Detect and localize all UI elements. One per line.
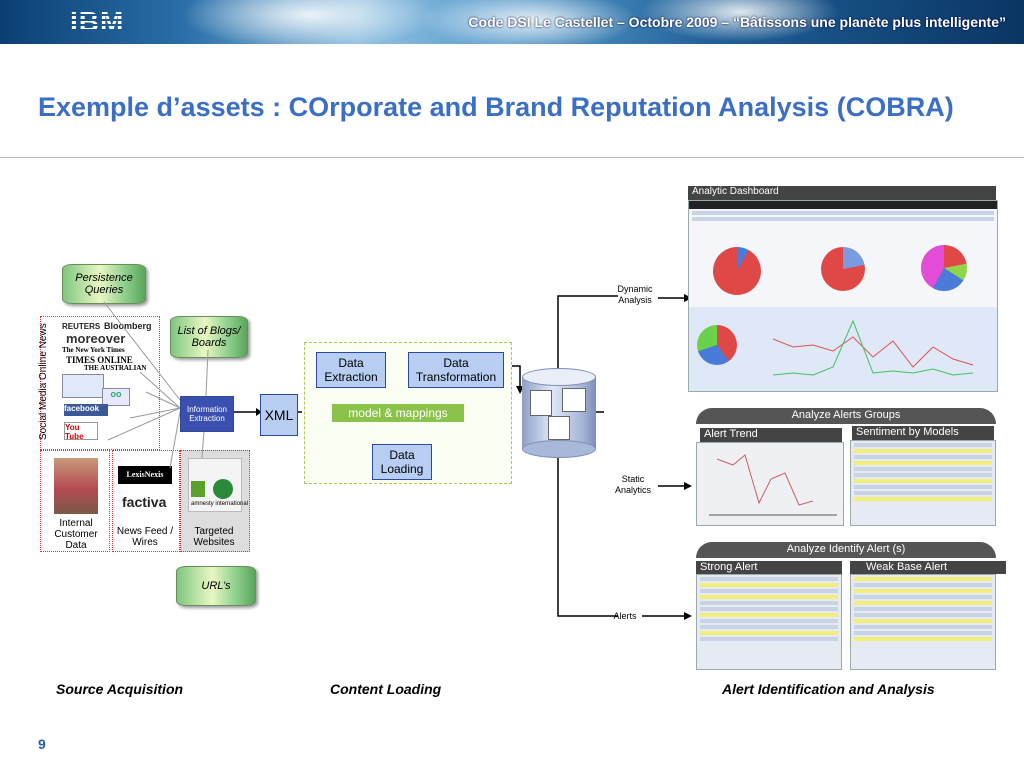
blogs-boards-cylinder: List of Blogs/ Boards [170, 316, 248, 358]
analytic-dashboard-header: Analytic Dashboard [688, 186, 996, 200]
internal-label: Internal Customer Data [54, 518, 98, 551]
alert-identification-label: Alert Identification and Analysis [722, 681, 935, 697]
times-online-logo: TIMES ONLINE [66, 355, 133, 365]
slide-title: Exemple d’assets : COrporate and Brand R… [38, 92, 954, 122]
yuku-icon: oo [102, 388, 130, 406]
urls-cylinder: URL’s [176, 566, 256, 606]
banner-title: Code DSI Le Castellet – Octobre 2009 – “… [468, 14, 1006, 30]
strong-alert-header: Strong Alert [696, 561, 842, 574]
analyze-alerts-groups-header: Analyze Alerts Groups [696, 408, 996, 424]
factiva-logo: factiva [122, 494, 167, 510]
persistence-queries-cylinder: Persistence Queries [62, 264, 146, 304]
data-loading-box: Data Loading [372, 444, 432, 480]
data-extraction-box: Data Extraction [316, 352, 386, 388]
greenpeace-icon [213, 479, 233, 499]
customer-photo-image [54, 458, 98, 514]
news-box [112, 450, 180, 552]
pie-chart-icon [713, 247, 761, 295]
title-divider [0, 157, 1024, 158]
internal-data-box [40, 450, 110, 552]
pie-chart-icon [921, 245, 967, 291]
oxfam-icon [191, 481, 205, 497]
database-cylinder-icon [522, 368, 596, 458]
data-transformation-box: Data Transformation [408, 352, 504, 388]
strong-alert-screenshot [696, 574, 842, 670]
page-number: 9 [38, 736, 46, 752]
weak-alert-screenshot [850, 574, 996, 670]
reuters-logo: REUTERS [62, 322, 101, 331]
lexisnexis-logo: LexisNexis [118, 466, 172, 484]
model-mappings-bar: model & mappings [332, 404, 464, 422]
source-acquisition-label: Source Acquisition [56, 681, 184, 697]
xml-document: XML [260, 394, 298, 436]
sentiment-models-screenshot [850, 440, 996, 526]
content-loading-label: Content Loading [330, 681, 442, 697]
weak-base-alert-header: Weak Base Alert [850, 561, 1006, 574]
sentiment-models-header: Sentiment by Models [852, 426, 994, 440]
moreover-logo: moreover [66, 331, 126, 346]
information-extraction-box: Information Extraction [180, 396, 234, 432]
sentiment-line-chart [773, 319, 974, 376]
social-media-box [40, 316, 160, 450]
news-label: News Feed / Wires [116, 526, 174, 548]
australian-logo: THE AUSTRALIAN [84, 364, 147, 372]
ibm-logo: IBM [70, 6, 125, 37]
youtube-logo: You Tube [64, 422, 98, 441]
amnesty-logo: amnesty international [191, 501, 249, 507]
targeted-label: Targeted Websites [193, 526, 235, 548]
social-logos-cluster: oo facebook You Tube [62, 374, 130, 441]
targeted-logos: amnesty international [188, 458, 248, 512]
bloomberg-logo: Bloomberg [104, 321, 152, 331]
alert-trend-screenshot [696, 442, 844, 526]
facebook-logo: facebook [64, 404, 108, 416]
pie-chart-icon [821, 247, 865, 291]
dynamic-analysis-label: Dynamic Analysis [617, 284, 653, 305]
analytic-dashboard-screenshot [688, 200, 998, 392]
alert-trend-header: Alert Trend [700, 428, 842, 442]
pie-chart-icon [697, 325, 737, 365]
alerts-label: Alerts [613, 611, 637, 621]
analyze-identify-alert-header: Analyze Identify Alert (s) [696, 542, 996, 558]
nyt-logo: The New York Times [62, 346, 125, 354]
blog-thumbnail-icon [62, 374, 104, 398]
header-banner: IBM Code DSI Le Castellet – Octobre 2009… [0, 0, 1024, 44]
static-analytics-label: Static Analytics [614, 474, 651, 495]
alert-trend-chart [709, 454, 837, 516]
